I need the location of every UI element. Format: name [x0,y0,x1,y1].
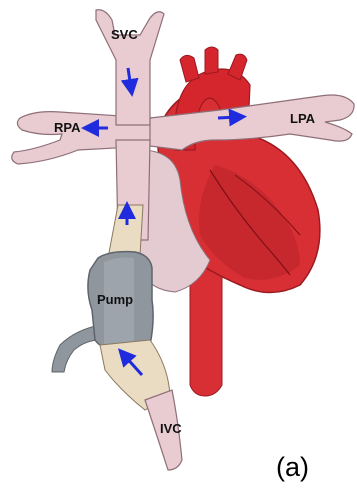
lpa-label: LPA [290,112,315,125]
rpa-label: RPA [54,121,80,134]
figure-caption: (a) [276,454,309,481]
aortic-branch [205,47,218,74]
aortic-branch [180,55,199,82]
ivc-label: IVC [160,422,182,435]
pump-label: Pump [97,293,133,306]
pump-cannula [52,325,100,372]
flow-arrow-icon [218,117,238,118]
svc-label: SVC [111,28,138,41]
